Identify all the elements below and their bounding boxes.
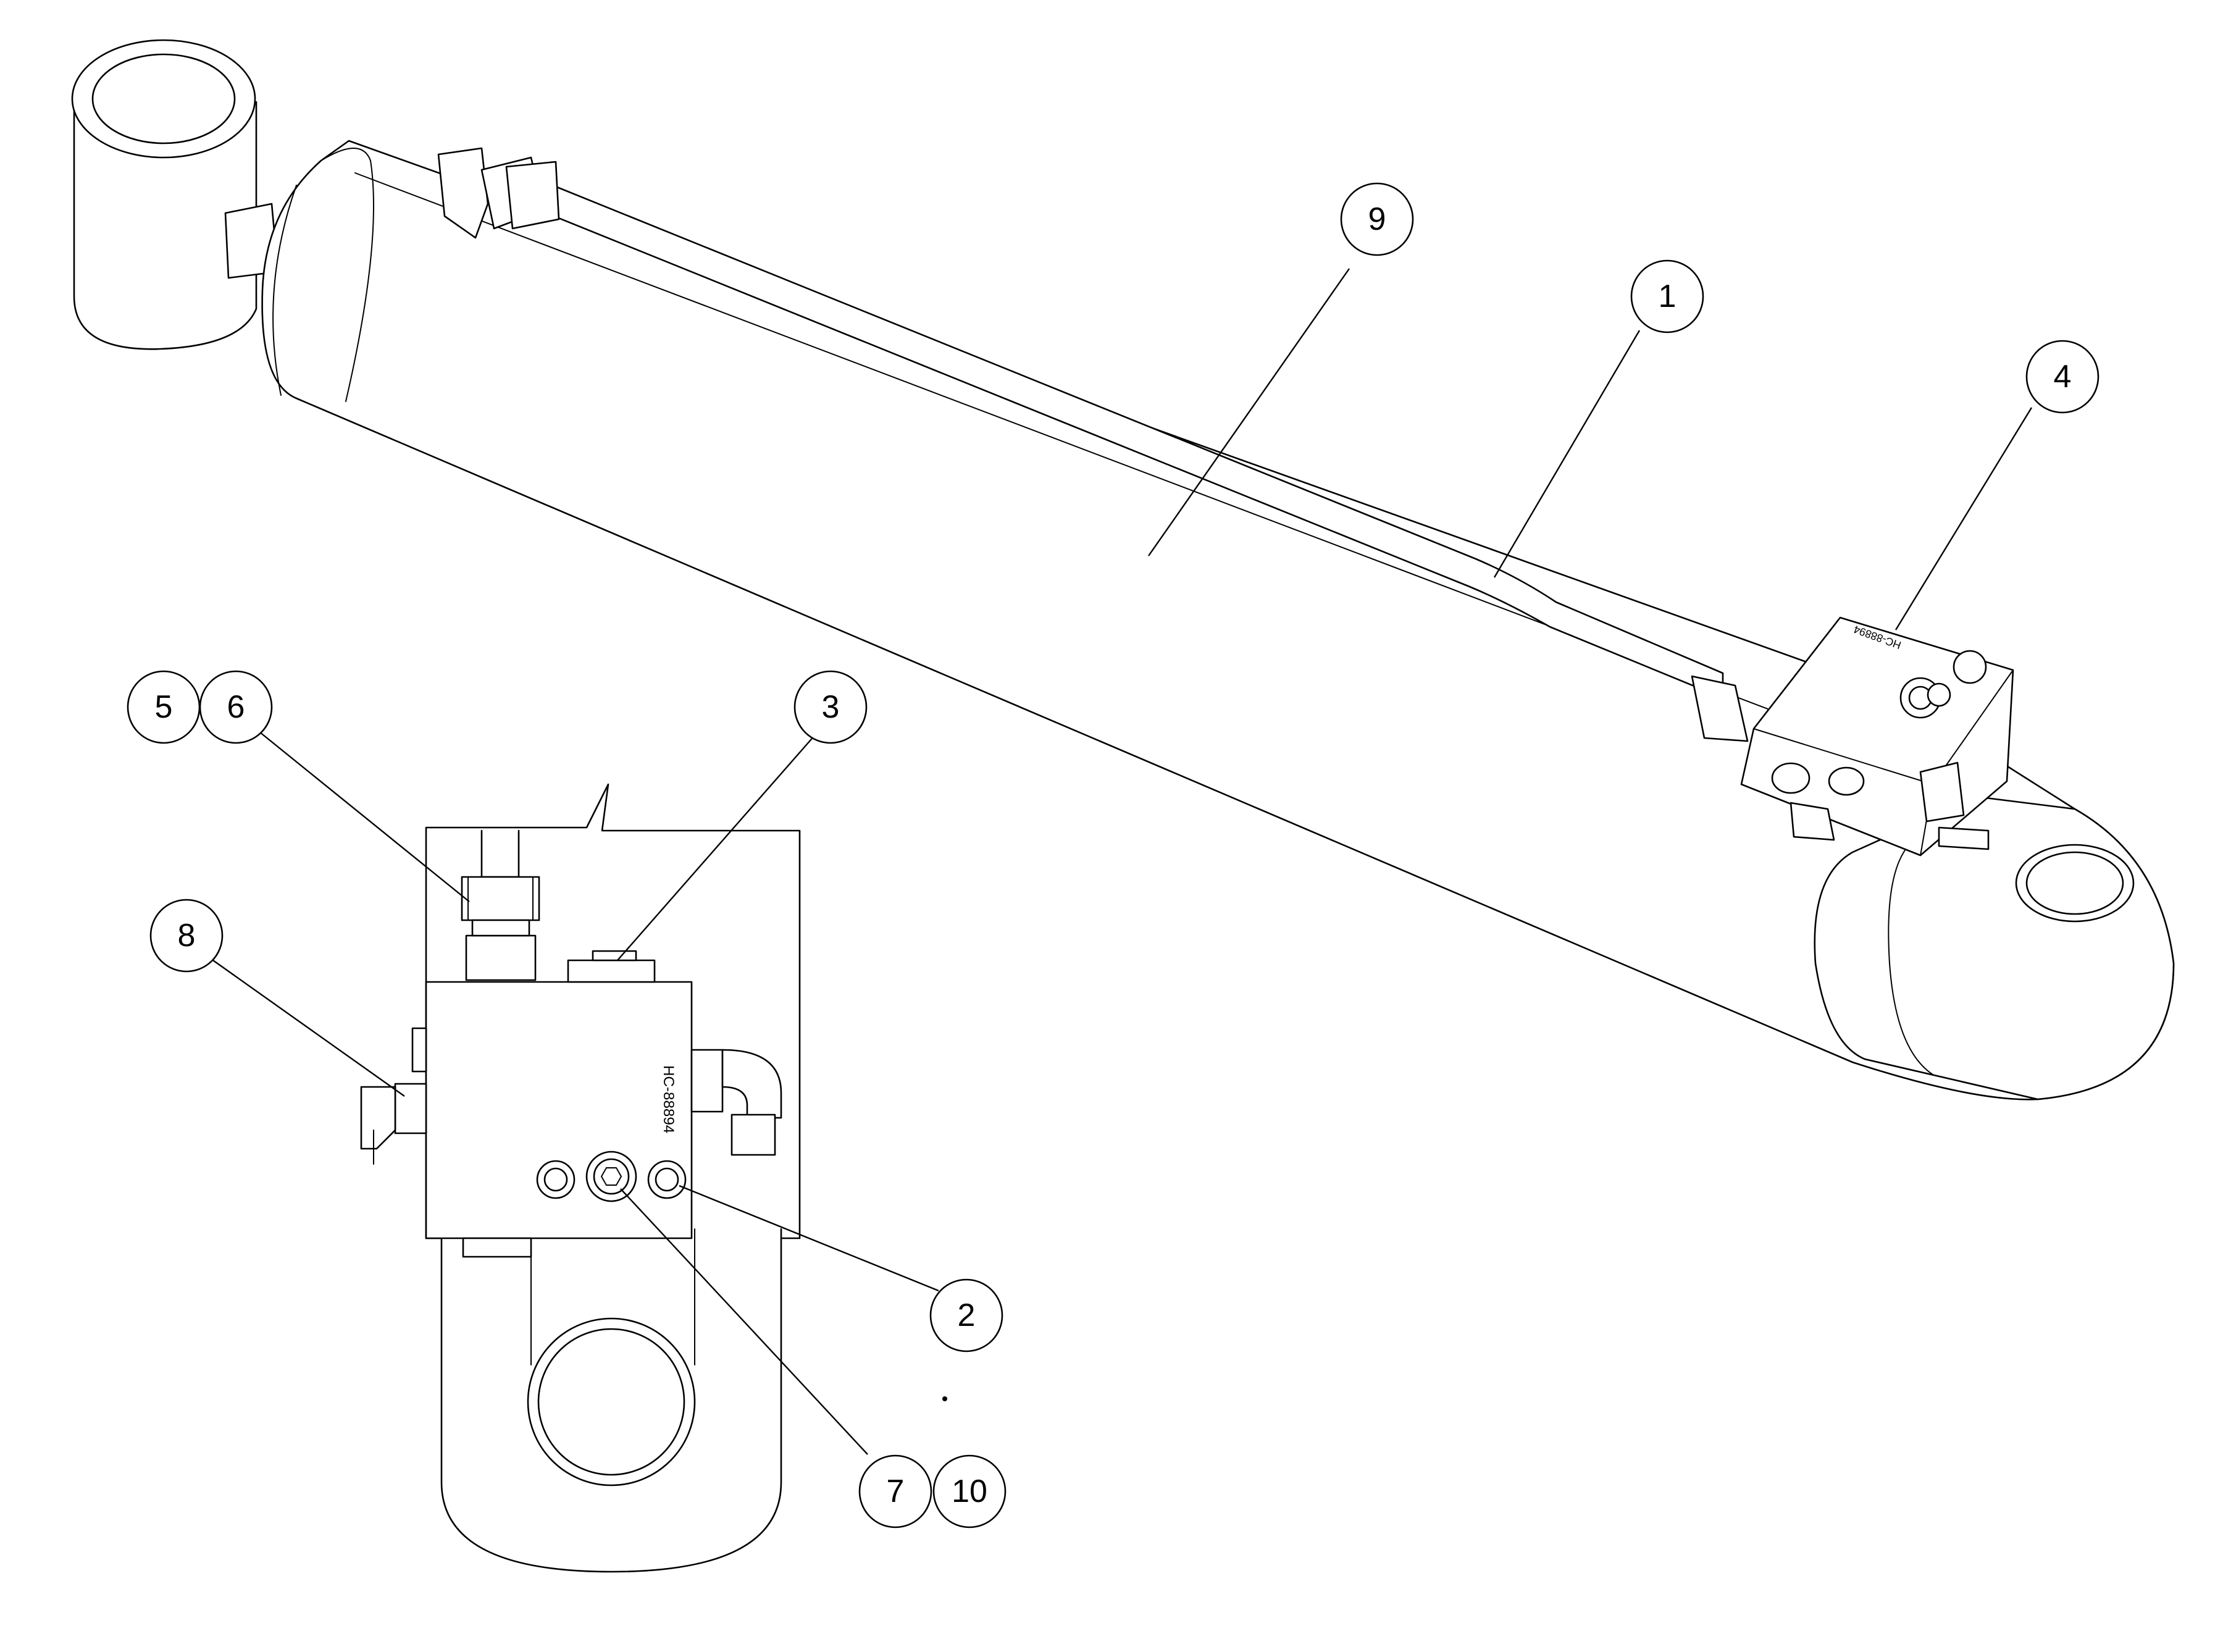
svg-text:3: 3 [822,689,840,725]
detail-view: HC-88894 [360,783,947,1573]
fitting-5-6 [461,876,540,921]
rear-clevis-eye [71,39,257,350]
hydraulic-tube [437,147,1749,742]
callout-9: 9 [1340,182,1414,256]
valve-marking-detail: HC-88894 [660,1065,677,1133]
callout-2: 2 [929,1278,1003,1352]
elbow-fitting [690,1049,724,1113]
valve-block-front [425,981,693,1239]
svg-text:9: 9 [1368,201,1386,237]
svg-text:8: 8 [178,918,196,954]
svg-text:5: 5 [155,689,173,725]
callout-8: 8 [149,899,224,973]
svg-text:1: 1 [1659,279,1677,314]
cylinder-assembly: HC-88894 [71,39,2175,1101]
plug-3 [567,959,656,983]
svg-text:4: 4 [2054,359,2072,395]
svg-text:2: 2 [958,1298,976,1333]
callout-1: 1 [1630,259,1704,333]
callout-4: 4 [2025,340,2100,414]
callout-10: 10 [932,1454,1007,1528]
svg-text:7: 7 [887,1474,905,1509]
leader-lines [212,268,2033,1455]
front-rod-end [1814,795,2175,1101]
counterbalance-valve-block-iso: HC-88894 [1740,616,2014,857]
svg-text:6: 6 [227,689,245,725]
callout-balloons: 9 1 4 5 6 3 8 2 7 10 [127,182,2100,1528]
fitting-8 [394,1083,427,1134]
callout-3: 3 [793,670,868,744]
callout-7: 7 [858,1454,932,1528]
callout-5: 5 [127,670,201,744]
callout-6: 6 [199,670,273,744]
svg-text:10: 10 [952,1474,987,1509]
